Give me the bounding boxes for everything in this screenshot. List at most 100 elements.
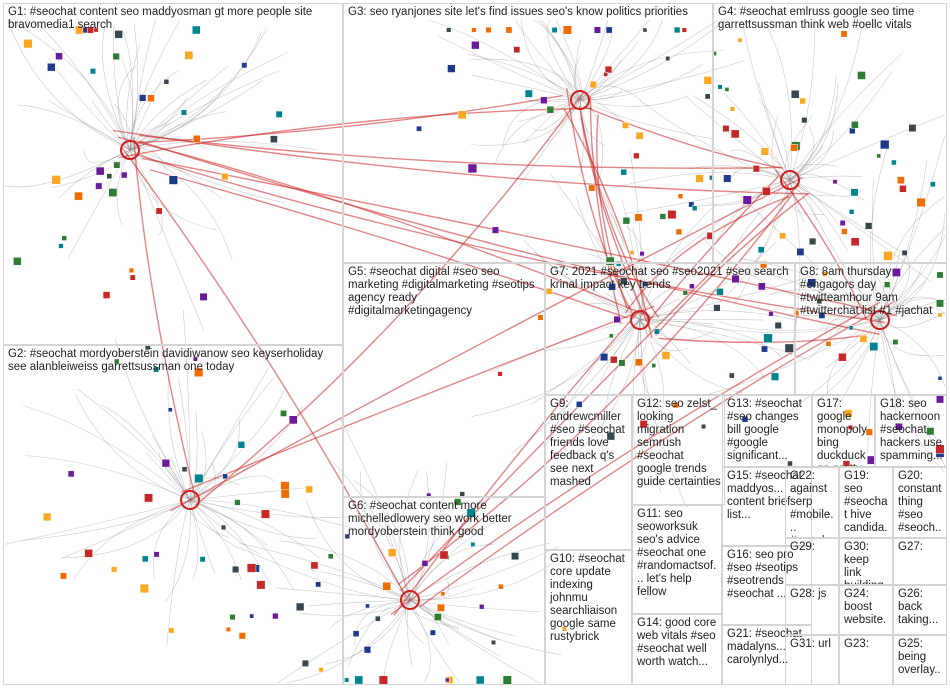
network-node xyxy=(642,27,648,33)
network-node xyxy=(613,315,621,324)
network-node xyxy=(498,583,504,590)
network-node xyxy=(139,583,149,594)
group-label: G4: #seochat emlruss google seo time gar… xyxy=(718,6,915,31)
group-g11: G11: seo seoworksuk seo's advice #seocha… xyxy=(632,505,722,614)
network-node xyxy=(665,56,671,61)
edge xyxy=(129,28,267,151)
group-label: G15: #seochat maddyos... content brief l… xyxy=(727,470,802,521)
edge xyxy=(189,390,285,501)
edge xyxy=(409,599,562,656)
network-node xyxy=(681,27,687,33)
edge xyxy=(851,287,881,321)
edge xyxy=(647,175,779,323)
network-node xyxy=(832,179,838,185)
network-node xyxy=(730,129,740,139)
network-node xyxy=(883,251,893,261)
edge xyxy=(575,197,641,321)
group-g10: G10: #seochat core update indexing johnm… xyxy=(545,550,632,685)
network-node xyxy=(95,182,103,190)
edge xyxy=(397,192,795,586)
network-node xyxy=(790,90,800,99)
edge xyxy=(409,599,500,657)
group-g15: G15: #seochat maddyos... content brief l… xyxy=(722,467,812,546)
network-node xyxy=(375,615,381,622)
edge xyxy=(573,55,581,101)
edge xyxy=(188,499,230,538)
edge xyxy=(502,99,581,147)
edge xyxy=(879,280,927,321)
group-label: G1: #seochat content seo maddyosman gt m… xyxy=(8,6,313,31)
network-node xyxy=(249,613,255,619)
network-node xyxy=(620,168,627,176)
edge xyxy=(121,147,407,598)
edge xyxy=(428,19,581,101)
network-node xyxy=(168,175,178,185)
edge xyxy=(189,499,320,559)
edge xyxy=(879,134,946,321)
edge xyxy=(541,19,581,101)
network-node xyxy=(936,299,944,308)
group-g28: G28: js xyxy=(785,585,839,635)
edge xyxy=(789,179,932,283)
network-node xyxy=(61,235,67,241)
edge xyxy=(586,253,641,321)
edge xyxy=(575,319,641,455)
network-node xyxy=(929,181,936,188)
edge xyxy=(589,96,622,325)
network-node xyxy=(891,159,897,166)
group-label: G7: 2021 #seochat seo #seo2021 #seo sear… xyxy=(550,266,789,291)
network-node xyxy=(147,94,155,103)
edge xyxy=(279,540,411,601)
network-node xyxy=(883,281,891,288)
edge xyxy=(879,319,946,473)
network-node xyxy=(167,407,173,413)
edge xyxy=(353,479,411,601)
network-node xyxy=(128,267,135,274)
edge xyxy=(189,499,362,532)
network-node xyxy=(301,659,309,667)
group-g18: G18: seo hackernoon #seochat hackers use… xyxy=(875,395,947,467)
network-node xyxy=(724,87,730,92)
network-node xyxy=(869,342,879,352)
network-node xyxy=(892,268,901,277)
group-g7: G7: 2021 #seochat seo #seo2021 #seo sear… xyxy=(545,263,795,395)
network-node xyxy=(139,94,147,102)
network-node xyxy=(610,355,618,364)
network-node xyxy=(55,52,63,60)
group-label: G13: #seochat #seo changes bill google #… xyxy=(727,398,802,462)
edge xyxy=(879,235,946,321)
edge xyxy=(419,300,896,608)
edge xyxy=(574,39,581,101)
edge xyxy=(693,95,791,181)
edge xyxy=(129,87,225,151)
edge xyxy=(719,319,881,331)
edge xyxy=(582,283,641,321)
group-label: G10: #seochat core update indexing johnm… xyxy=(550,553,625,643)
network-node xyxy=(315,581,322,588)
edge xyxy=(691,179,791,206)
network-node xyxy=(848,209,855,215)
edge xyxy=(825,319,881,369)
edge xyxy=(864,266,886,321)
network-node xyxy=(260,509,270,519)
edge xyxy=(639,286,675,321)
edge xyxy=(523,240,641,321)
network-node xyxy=(232,565,240,574)
edge xyxy=(611,172,791,189)
edge xyxy=(309,569,411,601)
edge xyxy=(77,388,191,501)
network-node xyxy=(51,175,61,185)
network-node xyxy=(926,427,935,436)
network-node xyxy=(141,555,149,563)
edge xyxy=(129,141,318,151)
network-node xyxy=(111,566,118,573)
network-node xyxy=(102,291,111,299)
network-node xyxy=(618,359,626,367)
network-node xyxy=(599,353,609,362)
group-label: G18: seo hackernoon #seochat hackers use… xyxy=(880,398,943,462)
edge xyxy=(114,103,131,151)
edge xyxy=(133,137,196,498)
group-label: G9: andrewcmiller #seo #seochat friends … xyxy=(550,398,625,488)
edge xyxy=(181,305,655,493)
edge xyxy=(789,52,904,181)
